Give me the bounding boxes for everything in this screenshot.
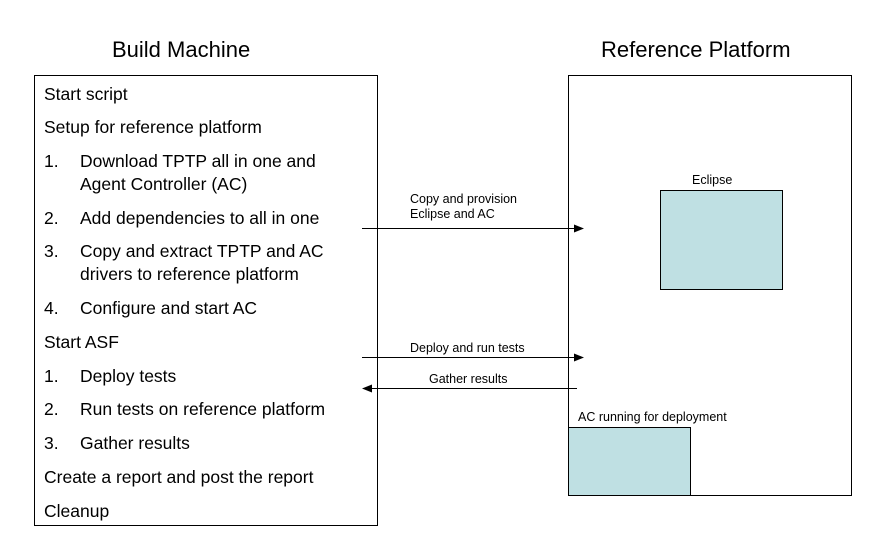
- eclipse-box: [660, 190, 783, 290]
- gather-results-label: Gather results: [429, 372, 508, 386]
- gather-results-arrow: [362, 384, 577, 393]
- setup-step-3-num: 3.: [44, 241, 59, 261]
- build-machine-title: Build Machine: [112, 37, 251, 62]
- asf-step-1-line1: Deploy tests: [80, 366, 177, 386]
- deploy-run-tests-label: Deploy and run tests: [410, 341, 525, 355]
- setup-text: Setup for reference platform: [44, 117, 262, 137]
- setup-step-1-line2: Agent Controller (AC): [80, 174, 248, 194]
- setup-step-3-line1: Copy and extract TPTP and AC: [80, 241, 324, 261]
- report-text: Create a report and post the report: [44, 467, 314, 487]
- reference-platform-title: Reference Platform: [601, 37, 791, 62]
- setup-step-1-num: 1.: [44, 151, 59, 171]
- cleanup-text: Cleanup: [44, 501, 110, 521]
- asf-step-2-line1: Run tests on reference platform: [80, 399, 326, 419]
- copy-provision-label-line2: Eclipse and AC: [410, 207, 495, 221]
- setup-step-2-num: 2.: [44, 208, 59, 228]
- start-asf-text: Start ASF: [44, 332, 119, 352]
- setup-step-4-line1: Configure and start AC: [80, 298, 258, 318]
- copy-provision-label-line1: Copy and provision: [410, 192, 518, 206]
- setup-step-1-line1: Download TPTP all in one and: [80, 151, 316, 171]
- asf-step-3-num: 3.: [44, 433, 59, 453]
- asf-step-1-num: 1.: [44, 366, 59, 386]
- asf-step-3-line1: Gather results: [80, 433, 190, 453]
- ac-running-box: [568, 427, 691, 496]
- setup-step-3-line2: drivers to reference platform: [80, 264, 299, 284]
- eclipse-label: Eclipse: [692, 173, 733, 187]
- deploy-run-tests-arrow: [362, 353, 584, 362]
- setup-step-4-num: 4.: [44, 298, 59, 318]
- copy-provision-arrow: [362, 224, 584, 233]
- ac-running-label: AC running for deployment: [578, 410, 727, 424]
- setup-step-2-line1: Add dependencies to all in one: [80, 208, 320, 228]
- asf-step-2-num: 2.: [44, 399, 59, 419]
- start-script-text: Start script: [44, 84, 128, 104]
- build-machine-box: [34, 75, 378, 526]
